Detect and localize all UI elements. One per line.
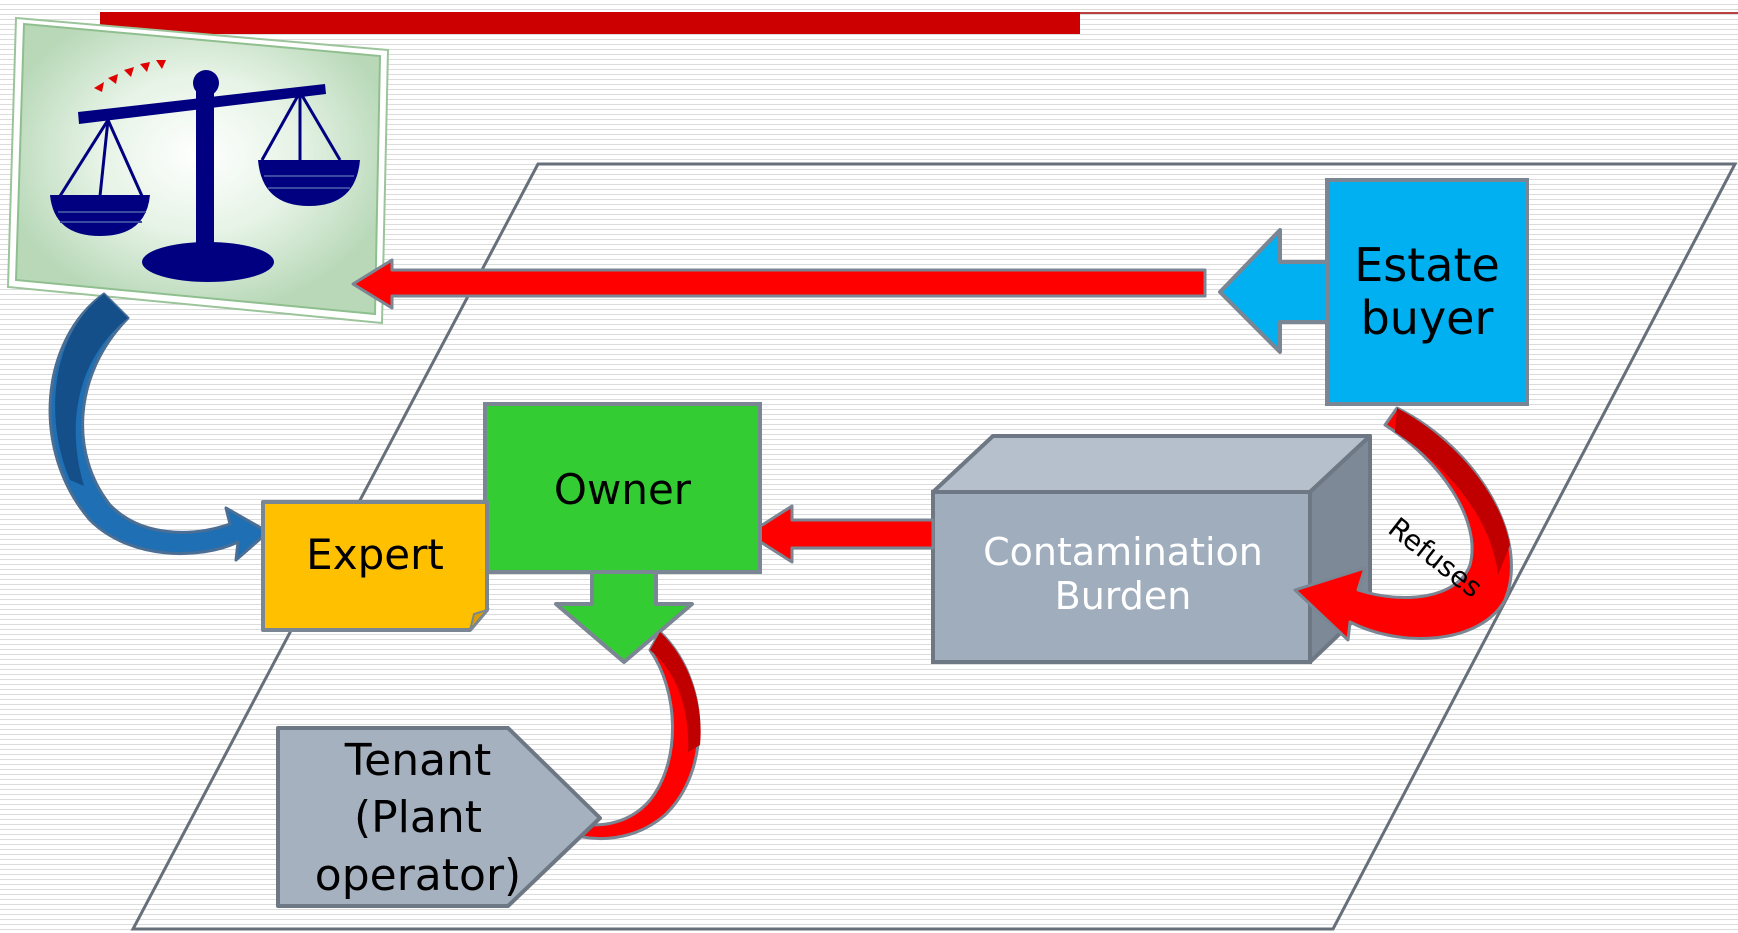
arrow-estate-to-court bbox=[351, 258, 1207, 310]
owner-label: Owner bbox=[553, 464, 692, 514]
expert-fold bbox=[469, 608, 490, 631]
expert-label: Expert bbox=[306, 529, 444, 579]
owner-node bbox=[483, 402, 762, 664]
arrow-court-to-expert bbox=[48, 292, 270, 562]
contamination-burden-label: Contamination Burden bbox=[983, 530, 1263, 618]
arrow-refuses-shade bbox=[1395, 408, 1510, 575]
estate-buyer-label: Estate buyer bbox=[1354, 238, 1500, 345]
scales-of-justice-icon bbox=[6, 16, 390, 325]
arrow-contamination-to-owner bbox=[746, 504, 935, 564]
diagram-plane bbox=[130, 162, 1738, 931]
contamination-burden-node bbox=[931, 434, 1372, 664]
tenant-label: Tenant (Plant operator) bbox=[314, 735, 522, 901]
estate-buyer-node bbox=[1218, 178, 1529, 406]
arrow-court-to-expert-shade bbox=[55, 294, 128, 486]
arrow-owner-to-tenant-shade bbox=[650, 632, 701, 752]
header-red-bar bbox=[100, 12, 1080, 34]
tenant-node bbox=[276, 726, 602, 908]
